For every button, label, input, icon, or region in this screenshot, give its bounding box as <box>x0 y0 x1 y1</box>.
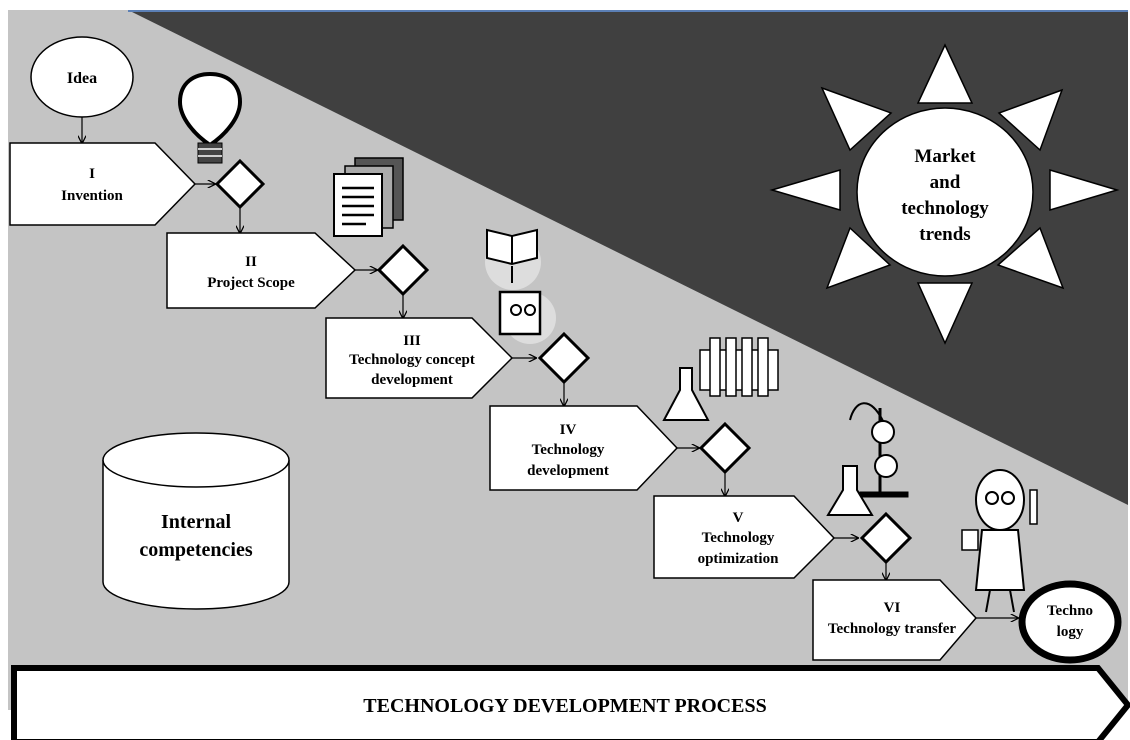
sun-ray <box>996 226 1065 290</box>
end-node-label-1: Techno <box>1047 603 1093 619</box>
stage-6-title: Technology transfer <box>828 621 957 637</box>
sun-rays <box>769 43 1120 345</box>
sun-ray <box>916 282 974 345</box>
sun-ray <box>820 86 893 152</box>
stage-5-subtitle: optimization <box>698 551 779 567</box>
stage-4-subtitle: development <box>527 463 609 479</box>
stage-5: V Technology optimization <box>653 495 836 579</box>
stage-1: I Invention <box>9 142 197 226</box>
decision-diamond <box>537 331 591 385</box>
scientist-icon <box>961 469 1038 613</box>
decision-diamond <box>376 243 430 297</box>
stage-4-title: Technology <box>532 442 605 458</box>
book-and-person-icon <box>485 228 556 344</box>
stage-5-numeral: V <box>733 510 744 526</box>
dark-background <box>128 10 1128 505</box>
light-bulb-icon <box>177 71 243 164</box>
market-label-4: trends <box>919 224 970 245</box>
internal-competencies-cylinder: Internal competencies <box>102 432 290 610</box>
market-label-3: technology <box>901 198 989 219</box>
stage-3-subtitle: development <box>371 372 453 388</box>
stage-4: IV Technology development <box>489 405 679 491</box>
market-label-1: Market <box>914 146 976 167</box>
stage-4-numeral: IV <box>560 422 577 438</box>
stage-3: III Technology concept development <box>325 317 514 399</box>
stage-1-numeral: I <box>89 166 95 182</box>
stage-2-numeral: II <box>245 254 257 270</box>
lab-apparatus-icon <box>826 402 909 516</box>
stage-3-numeral: III <box>403 333 421 349</box>
decision-diamond <box>859 511 913 565</box>
start-node-idea: Idea <box>30 36 134 118</box>
sun-ray <box>769 168 841 212</box>
stage-5-title: Technology <box>702 530 775 546</box>
process-banner: TECHNOLOGY DEVELOPMENT PROCESS <box>11 665 1130 740</box>
sun-ray <box>1049 168 1120 212</box>
end-node-label-2: logy <box>1057 624 1084 640</box>
test-tubes-icon <box>662 337 779 421</box>
competencies-label-2: competencies <box>139 539 253 561</box>
market-trends-sun: Market and technology trends <box>769 43 1120 345</box>
flow-connectors <box>82 117 1018 618</box>
market-label-2: and <box>930 172 961 193</box>
stage-6-numeral: VI <box>884 600 901 616</box>
stage-6: VI Technology transfer <box>812 579 978 661</box>
competencies-label-1: Internal <box>161 511 231 533</box>
documents-icon <box>333 157 404 237</box>
decision-diamonds <box>214 158 913 565</box>
start-node-label: Idea <box>67 70 97 87</box>
sun-ray <box>916 43 974 104</box>
stage-3-title: Technology concept <box>349 352 475 368</box>
sun-ray <box>997 88 1064 152</box>
decision-diamond <box>698 421 752 475</box>
end-node-technology: Techno logy <box>1018 580 1122 664</box>
decision-diamond <box>214 158 266 210</box>
stage-2-title: Project Scope <box>207 275 295 291</box>
stage-2: II Project Scope <box>166 232 357 309</box>
banner-title: TECHNOLOGY DEVELOPMENT PROCESS <box>363 695 766 717</box>
stage-1-title: Invention <box>61 188 123 204</box>
sun-ray <box>825 226 892 290</box>
